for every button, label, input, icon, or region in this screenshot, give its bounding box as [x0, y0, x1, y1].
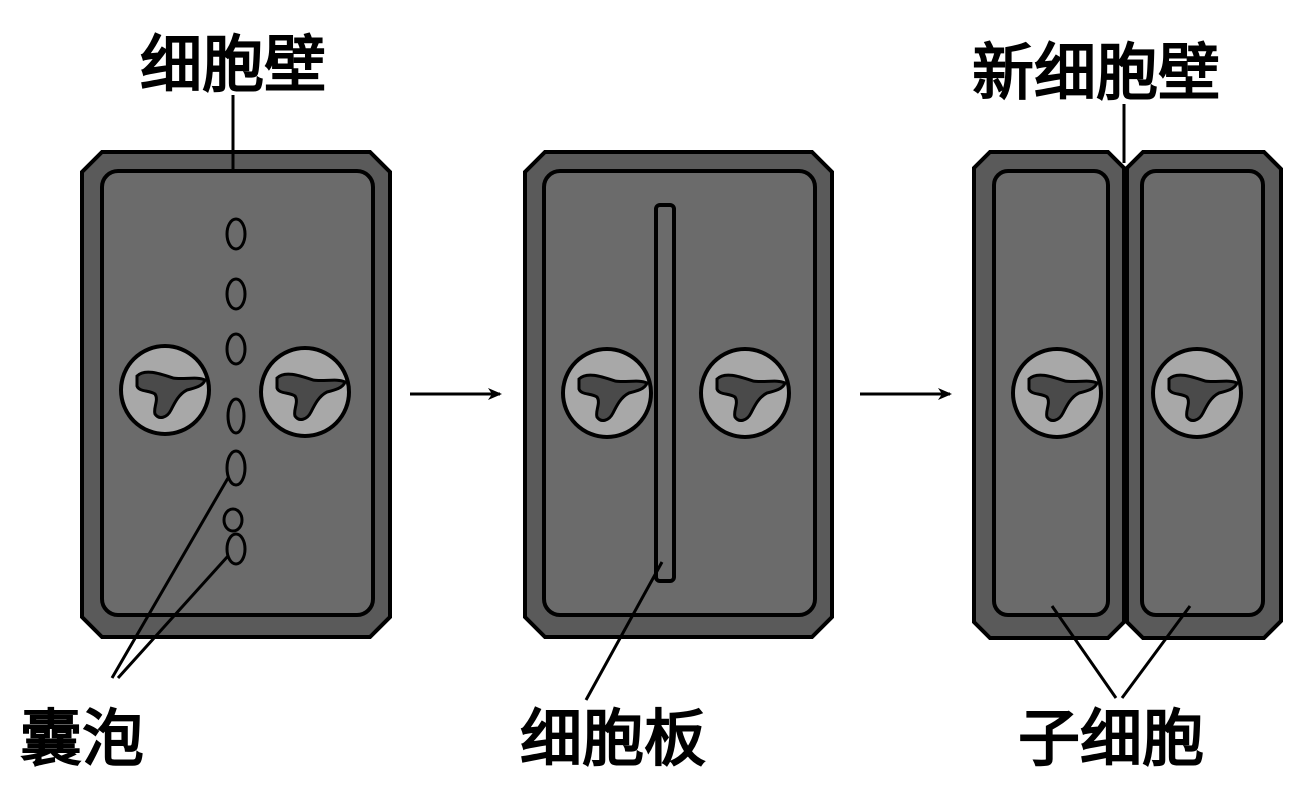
cell-2-nucleus-left — [561, 347, 653, 439]
daughter-cells-leader-left — [1050, 605, 1118, 699]
vesicles-group — [222, 217, 247, 566]
vesicle — [226, 397, 246, 435]
daughter-cell-right-nucleus — [1151, 347, 1243, 439]
new-cell-wall-label: 新细胞壁 — [972, 36, 1220, 109]
daughter-cells-leader-right — [1120, 605, 1192, 699]
cell-plate-label: 细胞板 — [520, 702, 706, 775]
cell-plate-leader — [584, 561, 664, 701]
cell-wall-label: 细胞壁 — [140, 28, 326, 101]
cell-2-nucleus-right — [699, 347, 791, 439]
cell-plate — [654, 203, 676, 583]
cell-1-vesicle-stage — [80, 150, 392, 639]
vesicle — [225, 449, 247, 487]
leader-lines — [110, 95, 1192, 701]
vesicles-leader-upper — [110, 477, 230, 679]
vesicle — [222, 507, 244, 533]
vesicle — [225, 277, 247, 311]
cell-2-cytoplasm — [542, 169, 817, 617]
cell-1-nucleus-right — [259, 346, 351, 438]
vesicle — [225, 217, 247, 251]
cell-3-daughter-cells — [972, 150, 1283, 640]
vesicle — [225, 532, 247, 566]
vesicles-leader-lower — [116, 554, 230, 680]
cell-1-nucleus-left — [119, 344, 211, 436]
cell-1-cytoplasm — [100, 169, 375, 617]
cell-2-cell-plate-stage — [523, 150, 834, 639]
daughter-cell-left-nucleus — [1011, 347, 1103, 439]
vesicle — [225, 332, 247, 366]
daughter-cells-label: 子细胞 — [1018, 702, 1204, 775]
vesicles-label: 囊泡 — [20, 702, 144, 775]
